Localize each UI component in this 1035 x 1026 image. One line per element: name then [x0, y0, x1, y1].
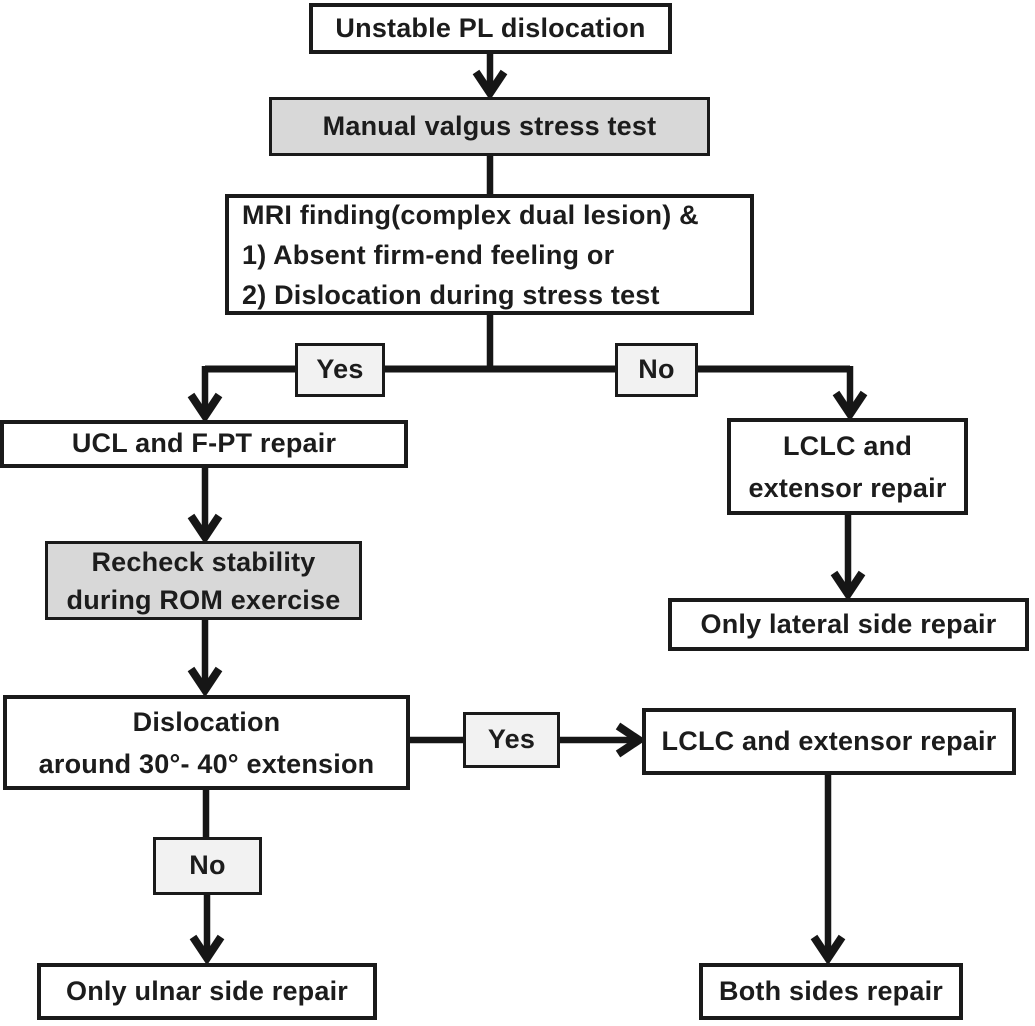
branch-label: No: [189, 850, 226, 881]
node-label: LCLC and extensor repair: [661, 725, 997, 756]
node-label-line: during ROM exercise: [66, 584, 341, 615]
node-label-line: LCLC and: [782, 430, 913, 461]
arrow-down-icon: [472, 69, 508, 101]
branch-label: Yes: [316, 354, 364, 385]
arrow-down-icon: [187, 513, 223, 545]
arrow-down-icon: [189, 934, 225, 966]
arrow-down-icon: [810, 934, 846, 966]
branch-label-no-2: No: [153, 837, 262, 895]
node-only-lateral-side-repair: Only lateral side repair: [668, 598, 1029, 651]
node-label-line: 2) Dislocation during stress test: [242, 279, 660, 310]
node-label: Both sides repair: [719, 975, 943, 1006]
arrow-right-icon: [615, 722, 647, 758]
node-label: UCL and F-PT repair: [71, 428, 337, 459]
node-unstable-pl-dislocation: Unstable PL dislocation: [309, 3, 672, 54]
arrow-down-icon: [187, 666, 223, 698]
branch-label: Yes: [487, 724, 536, 755]
branch-label-yes-1: Yes: [295, 343, 385, 397]
node-lclc-and-extensor-repair-upper: LCLC and extensor repair: [727, 418, 968, 515]
node-both-sides-repair: Both sides repair: [699, 963, 963, 1020]
node-ucl-and-fpt-repair: UCL and F-PT repair: [0, 420, 408, 468]
node-label-line: MRI finding(complex dual lesion) &: [242, 199, 699, 230]
node-label-line: around 30°- 40° extension: [38, 748, 375, 779]
node-only-ulnar-side-repair: Only ulnar side repair: [37, 963, 377, 1020]
node-dislocation-30-40-extension: Dislocation around 30°- 40° extension: [3, 695, 410, 790]
node-label: Only ulnar side repair: [66, 975, 348, 1006]
node-label-line: Recheck stability: [91, 546, 316, 577]
arrow-down-icon: [830, 570, 866, 602]
arrow-down-icon: [832, 390, 868, 422]
node-label: Only lateral side repair: [700, 608, 997, 639]
node-mri-finding-criteria: MRI finding(complex dual lesion) & 1) Ab…: [225, 194, 754, 315]
branch-label-yes-2: Yes: [463, 712, 560, 768]
branch-label-no-1: No: [615, 343, 698, 397]
node-recheck-stability-rom: Recheck stability during ROM exercise: [45, 541, 362, 620]
node-label-line: Dislocation: [132, 706, 281, 737]
branch-label: No: [638, 354, 675, 385]
node-manual-valgus-stress-test: Manual valgus stress test: [269, 97, 710, 156]
arrow-down-icon: [187, 392, 223, 424]
node-label: Manual valgus stress test: [322, 110, 657, 141]
node-label: Unstable PL dislocation: [335, 12, 646, 43]
node-lclc-and-extensor-repair-middle: LCLC and extensor repair: [642, 708, 1016, 775]
node-label-line: 1) Absent firm-end feeling or: [242, 239, 615, 270]
node-label-line: extensor repair: [748, 472, 947, 503]
